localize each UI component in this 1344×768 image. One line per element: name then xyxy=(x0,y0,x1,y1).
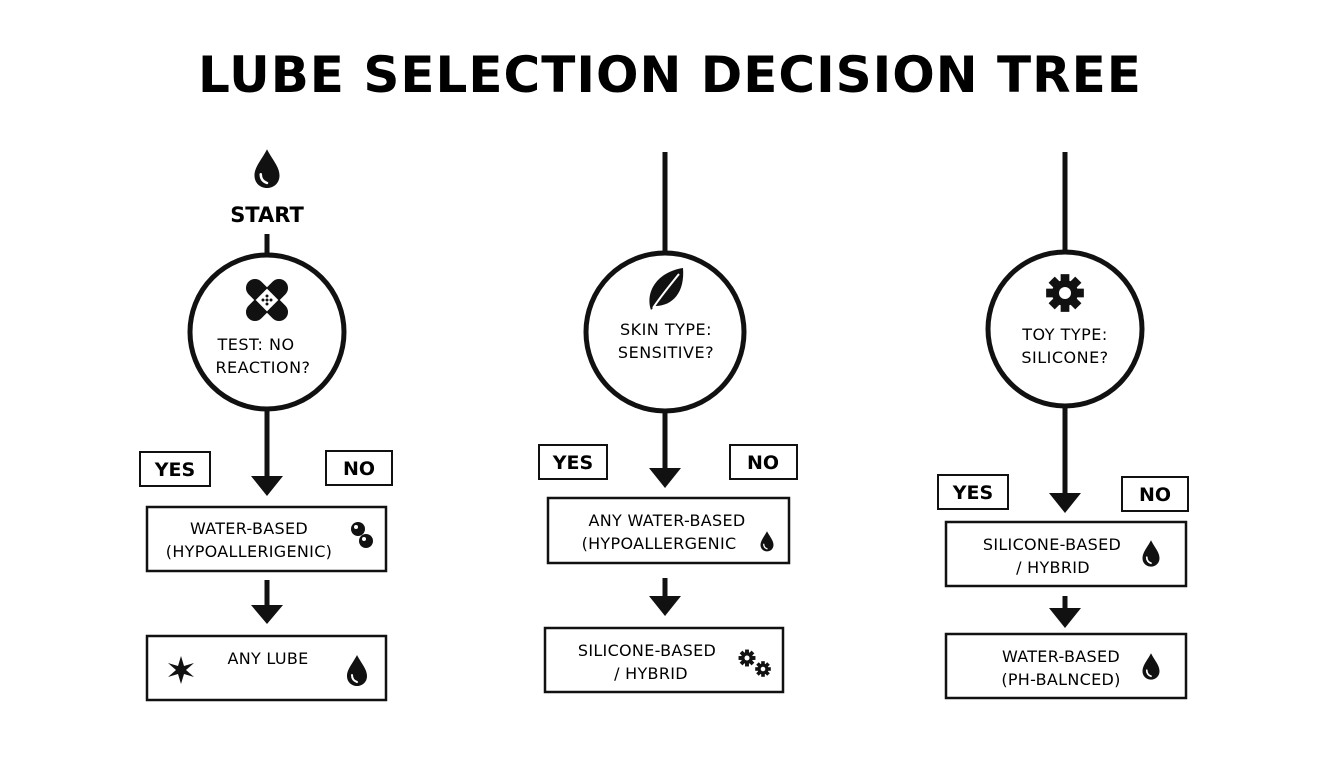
no-tag xyxy=(729,444,798,480)
yes-label: YES xyxy=(952,482,993,504)
result-line-1: WATER-BASED xyxy=(1002,647,1120,666)
bubbles-icon xyxy=(351,522,373,548)
no-label: NO xyxy=(747,452,779,474)
result-line-1: WATER-BASED xyxy=(190,519,308,538)
bandage-icon xyxy=(245,278,289,322)
no-tag xyxy=(1121,476,1189,512)
water-drop-icon xyxy=(254,149,280,188)
yes-label: YES xyxy=(154,459,195,481)
question-line-1: SKIN TYPE: xyxy=(620,320,712,339)
yes-tag xyxy=(937,474,1009,510)
sparkle-icon xyxy=(168,656,194,684)
arrow-head xyxy=(649,468,681,488)
no-label: NO xyxy=(1139,484,1171,506)
gear-icon xyxy=(1046,274,1084,312)
arrow-head xyxy=(251,605,283,624)
page-title: LUBE SELECTION DECISION TREE xyxy=(198,46,1142,104)
arrow-head xyxy=(1049,493,1081,513)
result-line-1: ANY WATER-BASED xyxy=(589,511,746,530)
question-line-2: REACTION? xyxy=(215,358,310,377)
yes-tag xyxy=(139,451,211,487)
no-tag xyxy=(325,450,393,486)
yes-label: YES xyxy=(552,452,593,474)
result-line-1: SILICONE-BASED xyxy=(578,641,716,660)
column-skin-test: TEST: NO REACTION? YES NO WATER-BASED (H… xyxy=(139,234,393,702)
result-box-primary xyxy=(145,505,388,573)
arrow-head xyxy=(1049,608,1081,628)
arrow-head xyxy=(649,596,681,616)
gears-icon xyxy=(738,649,771,677)
column-toy-type: TOY TYPE: SILICONE? YES NO SILICONE-BASE… xyxy=(937,152,1189,700)
no-label: NO xyxy=(343,458,375,480)
question-line-2: SILICONE? xyxy=(1021,348,1108,367)
question-line-1: TOY TYPE: xyxy=(1021,325,1108,344)
result-line-1: ANY LUBE xyxy=(227,649,308,668)
result-box-primary xyxy=(546,496,791,565)
column-skin-type: SKIN TYPE: SENSITIVE? YES NO ANY WATER-B… xyxy=(538,152,798,694)
start-node: START xyxy=(230,149,304,227)
result-line-2: (HYPOALLERGENIC xyxy=(582,534,737,553)
start-label: START xyxy=(230,203,304,227)
question-node xyxy=(187,252,347,412)
result-line-2: (PH-BALNCED) xyxy=(1001,670,1120,689)
question-line-2: SENSITIVE? xyxy=(618,343,714,362)
result-line-2: / HYBRID xyxy=(614,664,688,683)
question-line-1: TEST: NO xyxy=(216,335,294,354)
arrow-head xyxy=(251,476,283,496)
result-line-2: (HYPOALLERIGENIC) xyxy=(166,542,332,561)
yes-tag xyxy=(538,444,608,480)
leaf-icon xyxy=(649,268,684,310)
result-line-1: SILICONE-BASED xyxy=(983,535,1121,554)
result-line-2: / HYBRID xyxy=(1016,558,1090,577)
